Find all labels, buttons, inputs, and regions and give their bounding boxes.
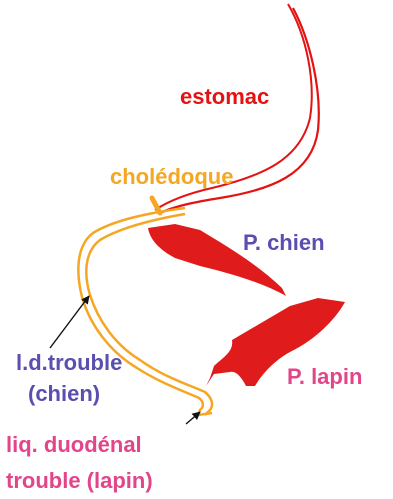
label-p-lapin: P. lapin xyxy=(287,364,362,389)
arrow-ld-trouble xyxy=(50,296,89,348)
arrow-liq-duodenal xyxy=(186,412,200,424)
label-ld-trouble-line2: (chien) xyxy=(28,381,100,406)
choledoque-duct xyxy=(152,198,160,213)
duodenum-end xyxy=(198,413,212,415)
label-p-chien: P. chien xyxy=(243,230,325,255)
label-liq-line1: liq. duodénal xyxy=(6,432,142,457)
label-ld-trouble-line1: l.d.trouble xyxy=(16,350,122,375)
label-estomac: estomac xyxy=(180,84,269,109)
label-choledoque: cholédoque xyxy=(110,164,233,189)
label-liq-line2: trouble (lapin) xyxy=(6,468,153,493)
